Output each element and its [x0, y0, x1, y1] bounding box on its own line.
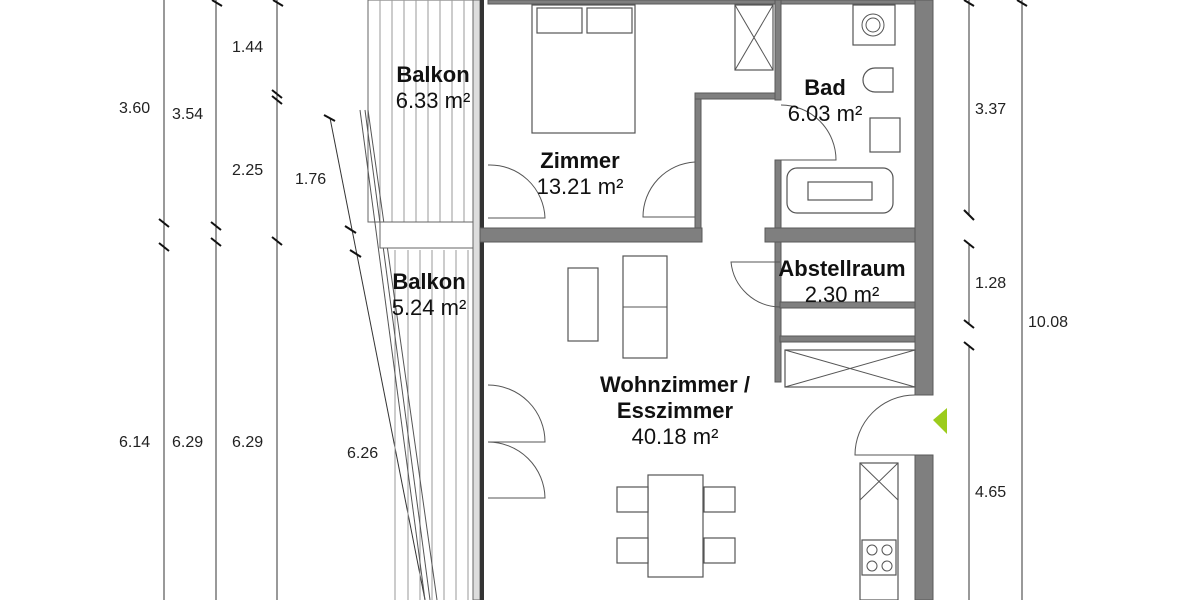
room-area: 6.33 m² [395, 87, 471, 113]
dimension-lines-left [158, 0, 426, 600]
doors [487, 104, 916, 499]
dim-label: 3.60 [119, 100, 151, 117]
room-name: Wohnzimmer / [600, 372, 750, 397]
dim-label: 6.14 [119, 434, 151, 451]
dim-label: 3.54 [172, 106, 204, 123]
dim-label: 6.29 [232, 434, 264, 451]
walls [479, 0, 934, 600]
dim-label: 6.29 [172, 434, 204, 451]
room-label-balkon-top: Balkon 6.33 m² [378, 62, 488, 114]
balcony-structure [359, 0, 484, 600]
room-label-zimmer: Zimmer 13.21 m² [520, 148, 640, 200]
dim-label: 1.76 [295, 171, 327, 188]
room-area: 6.03 m² [787, 100, 863, 126]
room-name-2: Esszimmer [616, 397, 734, 423]
room-area: 13.21 m² [536, 173, 624, 199]
entrance-arrow-icon [933, 408, 947, 434]
room-area: 40.18 m² [631, 423, 719, 449]
dim-label: 4.65 [975, 484, 1007, 501]
room-name: Bad [804, 75, 846, 100]
dim-label: 1.28 [975, 275, 1007, 292]
room-name: Zimmer [540, 148, 620, 173]
dim-label: 3.37 [975, 101, 1007, 118]
room-label-abstellraum: Abstellraum 2.30 m² [762, 256, 922, 308]
dim-label: 2.25 [232, 162, 264, 179]
dimension-lines-right [963, 0, 1028, 600]
room-name: Balkon [392, 269, 466, 294]
furniture [531, 4, 916, 600]
room-label-balkon-bottom: Balkon 5.24 m² [374, 269, 484, 321]
room-name: Abstellraum [778, 256, 906, 281]
room-name: Balkon [396, 62, 470, 87]
room-area: 2.30 m² [804, 281, 880, 307]
room-label-bad: Bad 6.03 m² [775, 75, 875, 127]
room-area: 5.24 m² [391, 294, 467, 320]
dim-label: 10.08 [1028, 314, 1069, 331]
dim-label: 6.26 [347, 445, 379, 462]
dim-label: 1.44 [232, 39, 264, 56]
room-label-wohnzimmer: Wohnzimmer / Esszimmer 40.18 m² [575, 372, 775, 450]
